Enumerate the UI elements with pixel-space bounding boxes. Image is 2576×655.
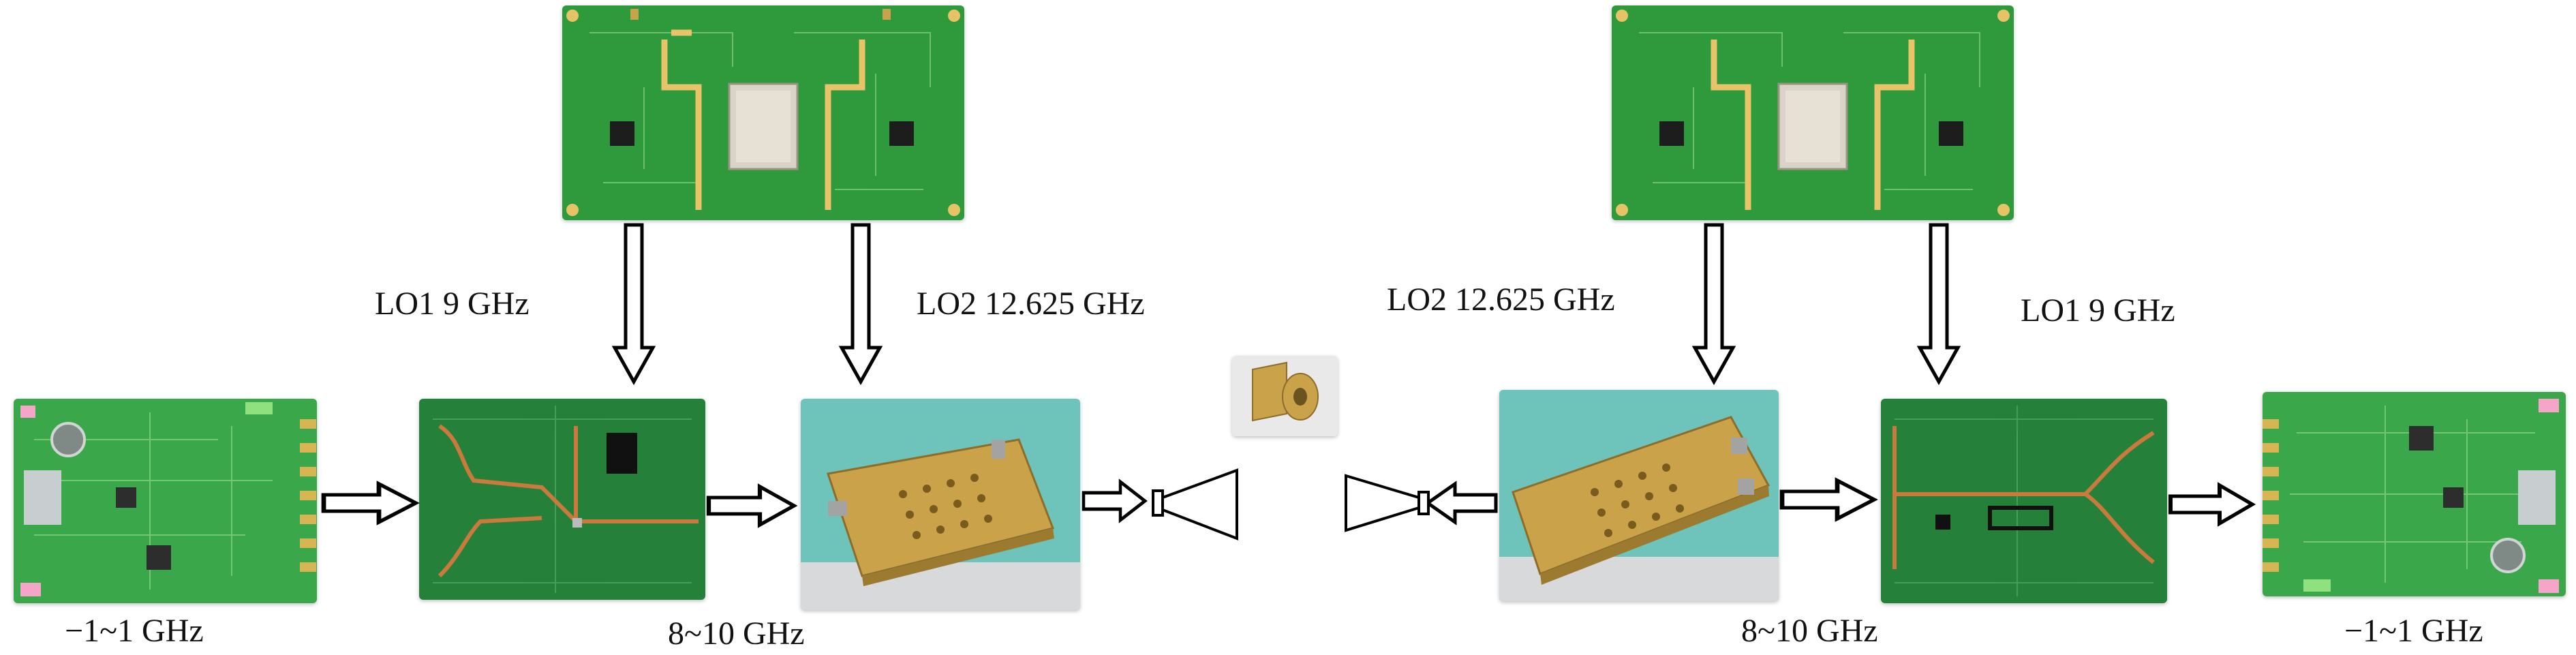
- baseband-board-right: [2263, 392, 2566, 596]
- baseband-label-right: −1~1 GHz: [2344, 613, 2483, 649]
- arrow-right-icon: [709, 487, 794, 525]
- lo-board-left: [562, 5, 964, 220]
- rf-board-right: [1881, 399, 2167, 603]
- arrow-down-icon: [1920, 225, 1958, 382]
- arrow-left-icon: [1428, 484, 1496, 522]
- arrow-down-icon: [842, 225, 880, 382]
- arrow-right-icon: [324, 484, 416, 522]
- rf-board-left: [419, 399, 705, 600]
- lo1-label-left: LO1 9 GHz: [375, 286, 530, 322]
- arrow-right-icon: [1782, 481, 1874, 519]
- waveguide-adapter: [1232, 356, 1338, 436]
- lo1-label-right: LO1 9 GHz: [2021, 292, 2175, 329]
- lo2-label-right: LO2 12.625 GHz: [1387, 281, 1615, 318]
- mixer-block-left: [801, 399, 1080, 610]
- horn-antenna-icon: [1152, 468, 1238, 540]
- arrow-down-icon: [1695, 225, 1733, 382]
- baseband-board-left: [14, 399, 317, 603]
- arrow-down-icon: [615, 225, 653, 382]
- lo-board-right: [1612, 5, 2014, 220]
- arrow-right-icon: [1084, 482, 1145, 520]
- lo2-label-left: LO2 12.625 GHz: [917, 286, 1145, 322]
- horn-antenna-icon: [1345, 474, 1430, 532]
- baseband-label-left: −1~1 GHz: [65, 613, 204, 649]
- mixer-block-right: [1499, 390, 1779, 601]
- arrow-right-icon: [2171, 485, 2252, 523]
- if-label-right: 8~10 GHz: [1741, 613, 1878, 649]
- if-label-left: 8~10 GHz: [668, 615, 805, 652]
